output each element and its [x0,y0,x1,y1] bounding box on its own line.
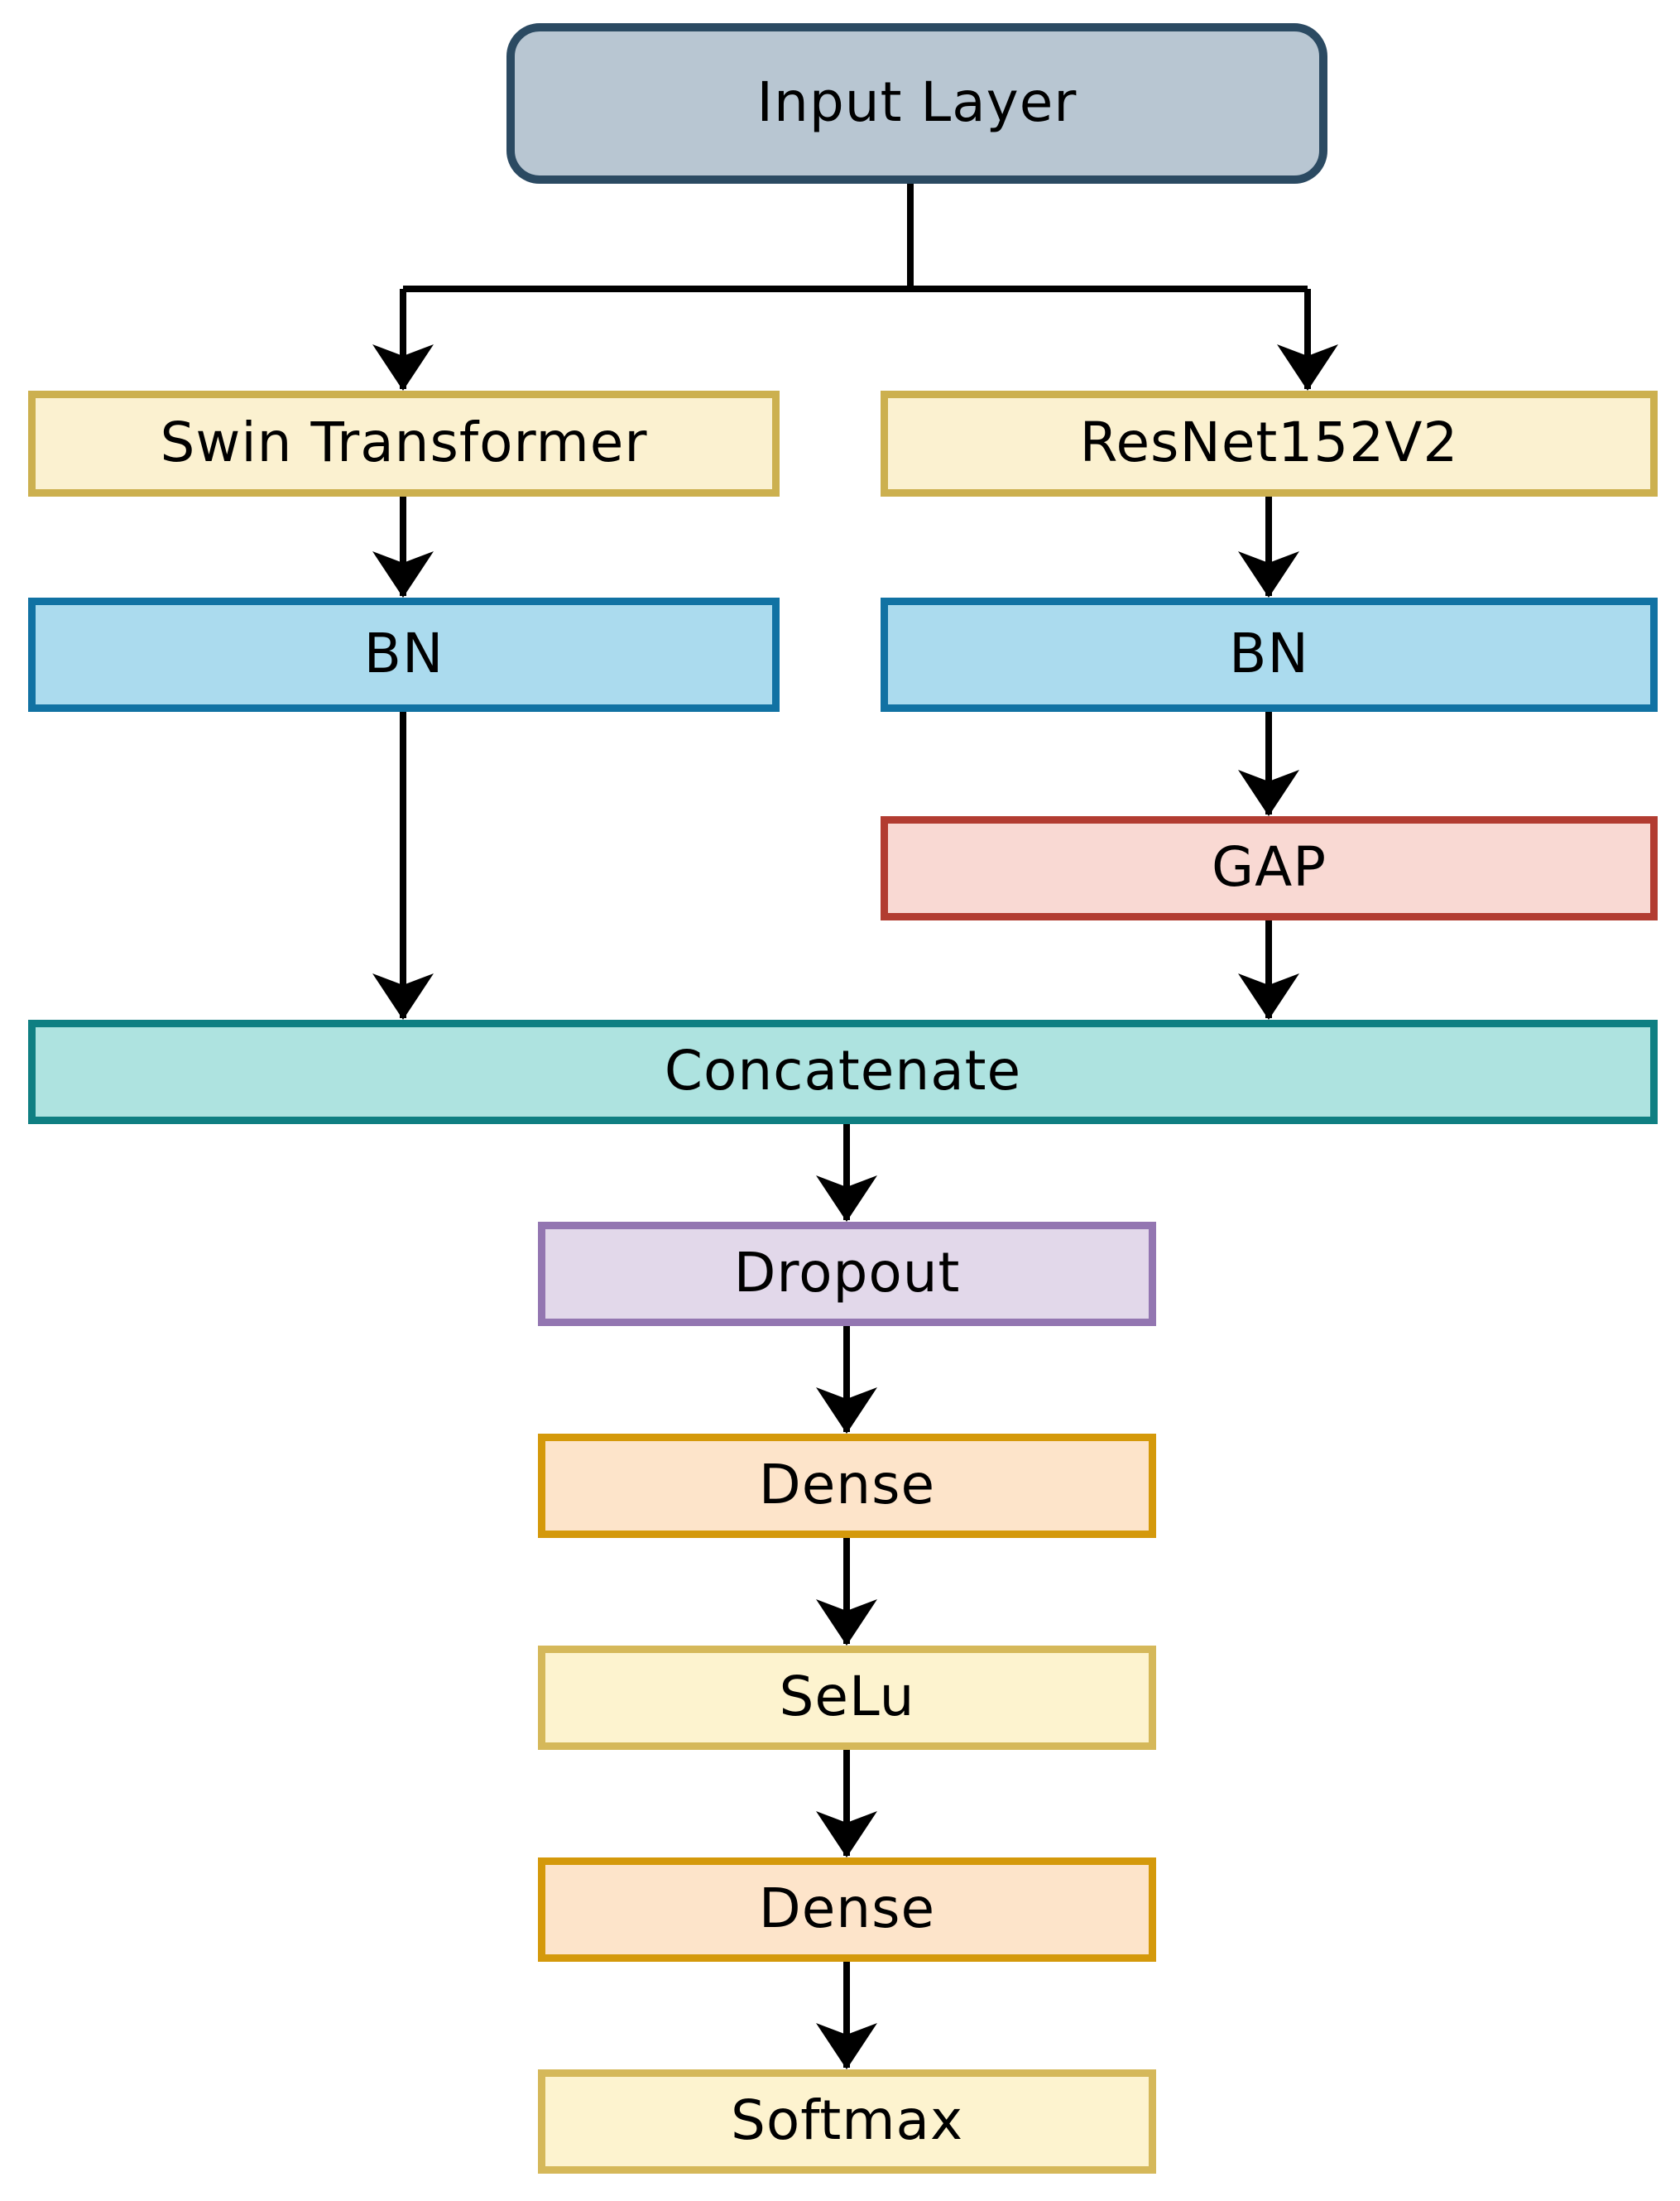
node-input-layer-label: Input Layer [756,70,1078,134]
node-gap-label: GAP [1211,834,1327,899]
node-concatenate: Concatenate [28,1020,1658,1124]
node-bn-left-label: BN [363,621,444,685]
node-resnet152v2: ResNet152V2 [881,391,1658,497]
node-input-layer: Input Layer [506,23,1327,184]
edge-input-split-trunk [403,182,1308,292]
node-dense-2: Dense [538,1857,1156,1962]
node-resnet152v2-label: ResNet152V2 [1079,410,1459,474]
node-softmax: Softmax [538,2069,1156,2174]
node-dense-2-label: Dense [758,1876,936,1940]
node-dense-1-label: Dense [758,1452,936,1516]
node-bn-right: BN [881,598,1658,712]
node-dropout: Dropout [538,1222,1156,1326]
node-bn-left: BN [28,598,780,712]
node-softmax-label: Softmax [730,2088,964,2152]
node-swin-transformer: Swin Transformer [28,391,780,497]
node-bn-right-label: BN [1229,621,1309,685]
node-dense-1: Dense [538,1434,1156,1538]
node-selu-label: SeLu [779,1664,915,1728]
node-dropout-label: Dropout [733,1240,961,1305]
node-gap: GAP [881,816,1658,920]
node-concatenate-label: Concatenate [664,1038,1022,1103]
node-selu: SeLu [538,1646,1156,1750]
node-swin-transformer-label: Swin Transformer [160,410,648,474]
